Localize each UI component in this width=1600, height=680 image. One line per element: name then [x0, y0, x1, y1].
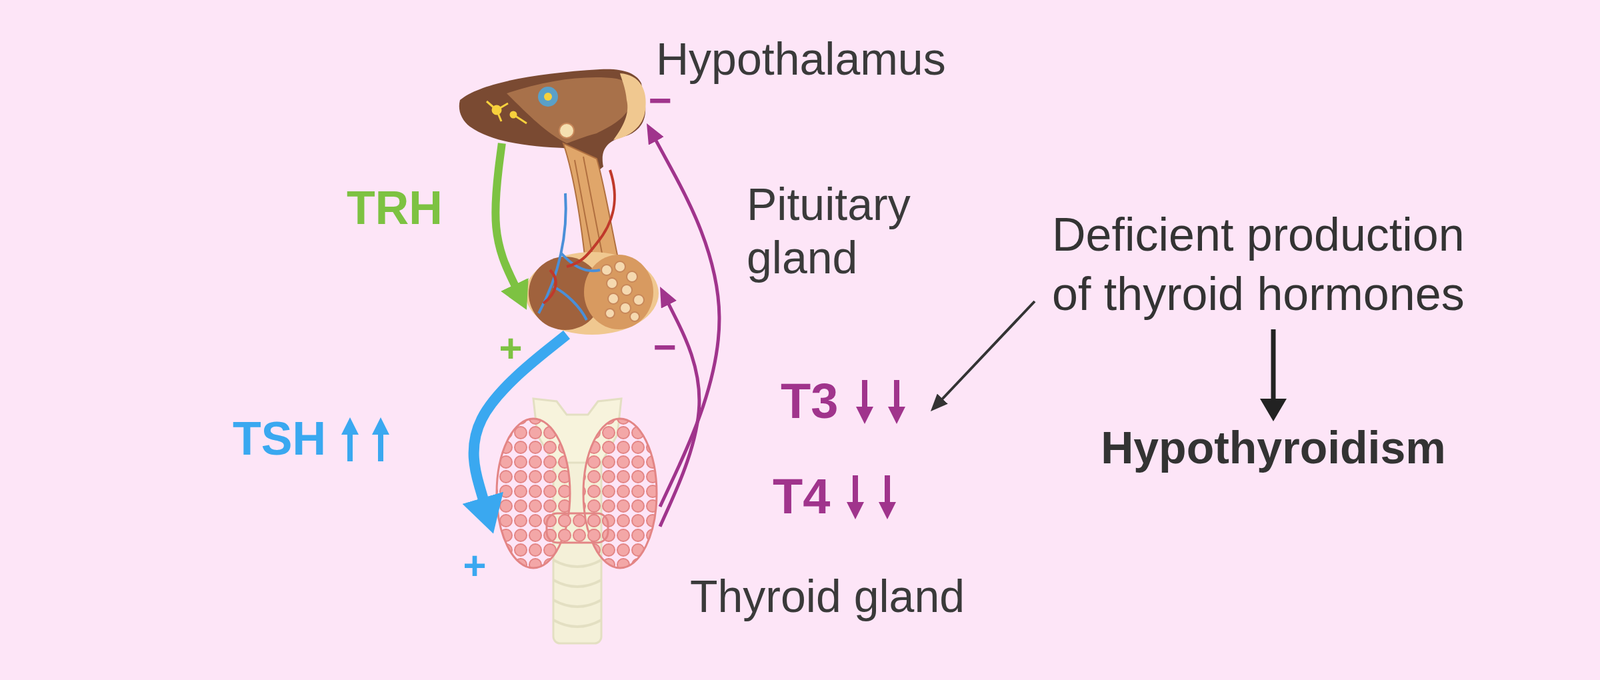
stalk-fibre [574, 160, 594, 260]
hormone-name: TSH [232, 412, 326, 466]
increase-arrows [341, 417, 390, 462]
stalk-fibre [583, 156, 604, 260]
result-text: Hypothyroidism [1100, 421, 1446, 474]
pituitary-stalk [563, 143, 619, 262]
organ-label: Thyroid gland [690, 569, 965, 623]
connector-arrow [495, 143, 515, 286]
nucleus [559, 123, 574, 138]
inhibition-sign: − [652, 324, 676, 370]
nucleus [544, 92, 552, 101]
hormone-name: T4 [772, 468, 830, 525]
organ-region: Pituitary gland [526, 252, 660, 335]
brain-section [459, 69, 646, 175]
stimulation-sign: + [498, 325, 522, 372]
pituitary-drawing [525, 143, 659, 335]
note-text: Deficient production of thyroid hormones [1052, 205, 1499, 324]
anterior-lobe [584, 254, 654, 330]
thyroid-lobe [583, 418, 657, 568]
connector-arrow [1270, 329, 1276, 400]
organ-region: Hypothalamus [458, 66, 647, 144]
artery [543, 170, 615, 304]
organ-label: Pituitary gland [746, 177, 947, 284]
neuron [486, 101, 527, 124]
hypothalamus-drawing [459, 69, 646, 175]
gland-cells [601, 261, 644, 322]
hormone-name: T3 [780, 372, 838, 430]
trachea-rings [553, 560, 602, 627]
brain-rim [613, 73, 646, 140]
organ-label: Hypothalamus [656, 32, 946, 86]
result-heading: Hypothyroidism [1100, 421, 1446, 474]
brain-inner [506, 77, 632, 144]
connector-arrow [656, 140, 720, 507]
thyroid-isthmus [546, 513, 608, 543]
thyroid-lobe [496, 418, 570, 568]
pituitary-capsule [525, 252, 659, 335]
decrease-arrows [846, 380, 906, 520]
leader-line [941, 301, 1035, 400]
cause-note: Deficient production of thyroid hormones [1052, 205, 1499, 324]
hormone-name: TRH [346, 181, 443, 236]
thyroid-drawing [496, 398, 657, 644]
inhibition-sign: − [648, 77, 672, 124]
nucleus [538, 86, 558, 107]
organ-region: Thyroid gland [493, 398, 660, 644]
stimulation-sign: + [462, 542, 486, 589]
